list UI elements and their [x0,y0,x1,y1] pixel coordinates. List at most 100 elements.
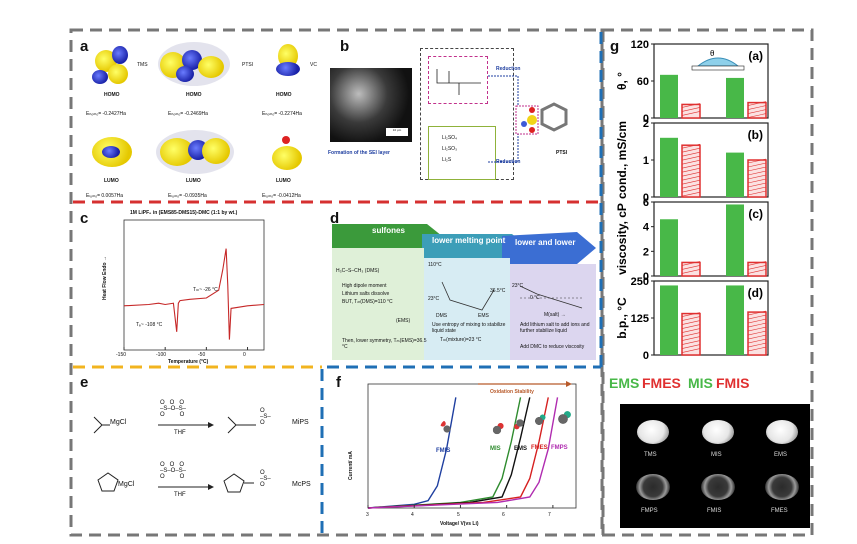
d-col1-2: Lithium salts dissolve [342,291,390,297]
g-ytick-label: 0 [643,271,649,283]
d-col2-4: EMS [478,313,489,319]
arrow-lower-melting-point: lower melting point [432,236,506,245]
reduction-label-top: Reduction [496,66,521,72]
d-col3-1: 0 °C [530,295,540,301]
g-ytick-label: 0 [643,350,649,362]
g-bar-hatch [681,179,701,185]
products-box: Li₂SO₄ Li₂SO₃ Li₂S [428,126,496,180]
d-col1-4: (EMS) [396,318,411,324]
lsv-xtick-3: 6 [502,512,505,518]
g-bar-hatch [681,151,701,157]
e-solvent-1: THF [174,430,186,436]
g-cat-fmis: FMIS [716,375,750,391]
d-col2-6: Tₘ(mixture)=23 °C [440,337,482,343]
g-bar-hatch [681,143,701,149]
d-col3-3: Add lithium salt to add ions and further… [520,322,590,334]
g-bar-hatch [681,261,701,266]
lsv-label-mis: MIS [490,446,501,452]
g-bar-hatch [747,174,767,180]
g-ytick-label: 250 [631,276,649,288]
g-bar-hatch [747,269,767,274]
g-bar-hatch [681,163,701,169]
sei-caption: Formation of the SEI layer [328,150,390,156]
dsc-annotation-tg: Tₑ~ -108 °C [136,322,163,328]
product-li2s: Li₂S [442,157,452,163]
homo-energy-ptsi: Eₕₒₘₒ= -0.2469Ha [168,111,208,117]
e-dms-reagent-1: O O O–S–O–S–O O [160,400,187,418]
panel-b-letter: b [340,38,350,55]
lumo-label-3: LUMO [276,178,291,184]
g-bar-hatch [681,332,701,337]
g-bar-hatch [747,162,767,168]
g-bar-fmes [681,144,701,198]
g-bar-hatch [747,265,767,270]
d-col3-2: M(salt) → [544,312,566,318]
g-bar-ems [660,137,678,197]
g-bar-hatch [747,101,767,106]
product-li2so3: Li₂SO₃ [442,146,458,152]
panel-g-letter: g [610,38,620,55]
g-bar-hatch [747,166,767,172]
g-ylabel: viscosity, cP [615,203,629,275]
g-bar-hatch [747,182,767,188]
dsc-xlabel: Temperature (°C) [168,359,209,365]
panel-d-letter: d [330,210,340,227]
lsv-label-ems: EMS [514,446,528,452]
lumo-label-1: LUMO [104,178,119,184]
g-bar-hatch [681,320,701,325]
g-bar-hatch [681,324,701,329]
g-bar-fmes [681,103,701,119]
g-bar-hatch [681,155,701,161]
e-reagent-2: MgCl [118,481,135,488]
pellet-label-mis: MIS [711,452,722,458]
g-ytick-label: 6 [643,197,649,209]
homo-label-1: HOMO [104,92,120,98]
lsv-curve-fmps [367,397,559,509]
d-col1-0: H₃C–S–CH₃ (DMS) [336,268,380,274]
dsc-curve [123,248,265,340]
lumo-energy-vc: Eₗᵤₘₒ= -0.0412Ha [262,193,301,199]
g-bar-hatch [747,109,767,114]
e-sulfone-1: O–S–O [260,408,271,426]
g-bar-hatch [747,338,767,344]
lsv-xlabel: Voltage/ V(vs Li) [440,521,479,527]
lsv-chart [367,381,577,509]
g-bar-hatch [681,348,701,353]
g-bar-mis [726,285,744,355]
g-bar-mis [726,77,744,118]
g-bar-mis [726,204,744,276]
reduction-label-bottom: Reduction [496,159,521,165]
lsv-xtick-4: 7 [548,512,551,518]
e-reagent-1: MgCl [110,419,127,426]
g-subplot-id: (a) [748,49,763,63]
lumo-energy-ptsi: Eₗᵤₘₒ= -0.0935Ha [168,193,207,199]
g-bar-hatch [747,190,767,196]
g-ytick-label: 2 [643,246,649,258]
lumo-label-2: LUMO [186,178,201,184]
pellet-fmes [765,474,799,500]
g-bar-hatch [747,318,767,324]
g-bar-hatch [747,158,767,164]
molecule-label-tms: TMS [137,62,148,68]
g-bar-hatch [681,103,701,108]
g-bar-hatch [681,183,701,189]
panel-f-letter: f [336,374,341,391]
lsv-xtick-0: 3 [366,512,369,518]
d-col2-2: 23°C [428,296,440,302]
g-bar-fmes [681,261,701,277]
g-subplot-id: (b) [748,128,763,142]
e-product-1: MiPS [292,419,309,426]
g-bar-hatch [681,111,701,116]
panel-a-letter: a [80,38,89,55]
g-bar-hatch [747,186,767,192]
d-col3-4: Add DMC to reduce viscosity [520,344,585,350]
g-ytick-label: 4 [643,222,650,234]
homo-label-3: HOMO [276,92,292,98]
ptsi-label: PTSI [556,150,568,156]
g-ytick-label: 125 [631,313,649,325]
g-ylabel: b.p., °C [615,297,629,339]
g-bar-hatch [681,191,701,197]
g-bar-hatch [681,328,701,333]
dsc-xtick-1: -100 [156,352,167,358]
